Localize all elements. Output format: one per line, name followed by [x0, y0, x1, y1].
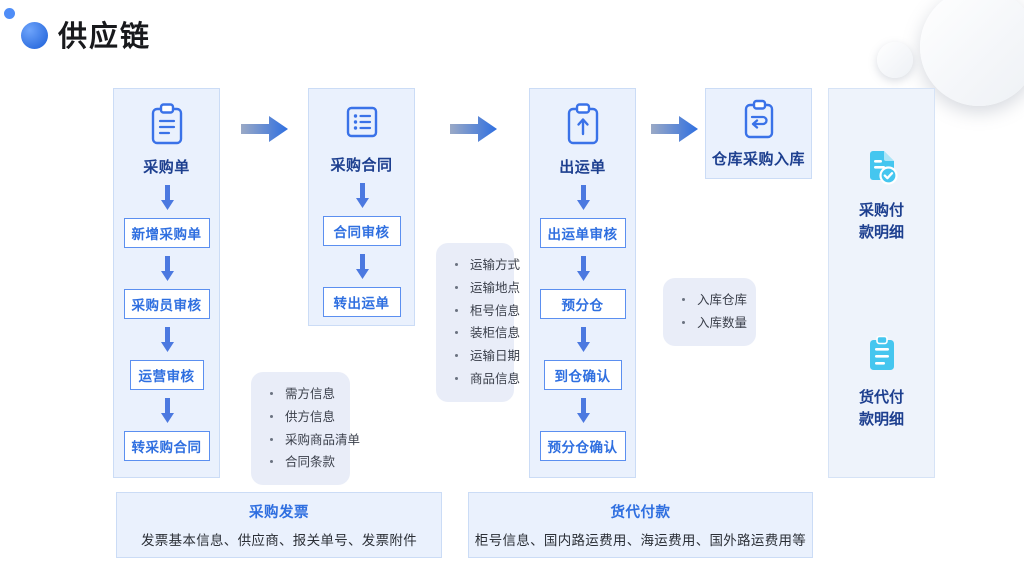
callout-list-item: 运输方式	[452, 254, 520, 277]
panel-item-label-line2: 款明细	[858, 223, 904, 241]
right-arrow-icon	[651, 115, 699, 148]
clipboard-document-icon	[147, 103, 187, 152]
step-box[interactable]: 预分仓	[539, 289, 626, 319]
page-title: 供应链	[58, 21, 152, 53]
callout-list-item: 合同条款	[267, 451, 336, 474]
callout-list-item: 装柜信息	[452, 322, 520, 345]
panel-item-label: 货代付 款明细	[859, 387, 904, 431]
callout-list-item: 采购商品清单	[267, 429, 360, 452]
document-check-icon	[862, 147, 902, 194]
step-box[interactable]: 新增采购单	[123, 218, 210, 248]
banner-title: 货代付款	[610, 505, 671, 521]
banner-forwarder-payment: 货代付款 柜号信息、国内路运费用、海运费用、国外路运费用等	[468, 492, 813, 558]
step-box[interactable]: 预分仓确认	[539, 431, 626, 461]
bullet-dot-small-icon	[4, 8, 15, 19]
callout-inbound-fields: 入库仓库 入库数量	[663, 278, 756, 346]
callout-list-item: 入库数量	[679, 312, 747, 335]
flow-column-purchase-order: 采购单 新增采购单 采购员审核 运营审核 转采购合同	[113, 88, 220, 478]
callout-list-item: 入库仓库	[679, 289, 747, 312]
column-title: 出运单	[559, 159, 606, 176]
panel-item-purchase-payment[interactable]: 采购付 款明细	[829, 147, 934, 244]
callout-list-item: 运输日期	[452, 345, 520, 368]
flow-column-purchase-contract: 采购合同 合同审核 转出运单	[308, 88, 415, 326]
clipboard-list-icon	[342, 103, 382, 150]
callout-list: 需方信息 供方信息 采购商品清单 合同条款	[267, 383, 360, 474]
down-arrow-icon	[160, 398, 174, 424]
callout-shipping-fields: 运输方式 运输地点 柜号信息 装柜信息 运输日期 商品信息	[436, 243, 520, 402]
callout-list-item: 商品信息	[452, 368, 520, 391]
step-box[interactable]: 出运单审核	[539, 218, 626, 248]
down-arrow-icon	[160, 185, 174, 211]
step-box[interactable]: 合同审核	[322, 216, 401, 246]
callout-list-item: 柜号信息	[452, 300, 520, 323]
column-title: 采购合同	[330, 157, 393, 174]
right-arrow-icon	[450, 115, 498, 148]
flow-card-warehouse-inbound: 仓库采购入库	[705, 88, 812, 179]
down-arrow-icon	[355, 183, 369, 209]
step-box[interactable]: 转采购合同	[123, 431, 210, 461]
step-box[interactable]: 运营审核	[129, 360, 204, 390]
card-title: 仓库采购入库	[711, 150, 805, 168]
down-arrow-icon	[576, 327, 590, 353]
callout-list-item: 需方信息	[267, 383, 336, 406]
down-arrow-icon	[160, 327, 174, 353]
callout-list-item: 供方信息	[267, 406, 336, 429]
panel-item-label: 采购付 款明细	[859, 200, 904, 244]
clipboard-upload-icon	[563, 103, 603, 152]
bullet-dot-large-icon	[21, 22, 48, 49]
banner-title: 采购发票	[249, 505, 309, 521]
down-arrow-icon	[576, 256, 590, 282]
callout-contract-fields: 需方信息 供方信息 采购商品清单 合同条款	[251, 372, 360, 485]
right-arrow-icon	[241, 115, 289, 148]
payment-detail-panel: 采购付 款明细 货代付 款明细	[828, 88, 935, 478]
decorative-circle-large	[920, 0, 1024, 106]
callout-list: 运输方式 运输地点 柜号信息 装柜信息 运输日期 商品信息	[452, 254, 520, 391]
callout-list-item: 运输地点	[452, 277, 520, 300]
banner-subtitle: 发票基本信息、供应商、报关单号、发票附件	[141, 533, 417, 548]
panel-item-label-line2: 款明细	[858, 410, 904, 428]
down-arrow-icon	[576, 185, 590, 211]
panel-item-label-line1: 货代付	[858, 389, 904, 406]
down-arrow-icon	[576, 398, 590, 424]
banner-subtitle: 柜号信息、国内路运费用、海运费用、国外路运费用等	[474, 533, 807, 548]
panel-item-forwarder-payment[interactable]: 货代付 款明细	[829, 334, 934, 431]
banner-purchase-invoice: 采购发票 发票基本信息、供应商、报关单号、发票附件	[116, 492, 442, 558]
clipboard-inbound-icon	[739, 99, 779, 146]
flow-column-shipping-order: 出运单 出运单审核 预分仓 到仓确认 预分仓确认	[529, 88, 636, 478]
callout-list: 入库仓库 入库数量	[679, 289, 747, 335]
column-title: 采购单	[143, 159, 190, 176]
decorative-circle-small	[877, 42, 913, 78]
clipboard-lines-icon	[862, 334, 902, 381]
panel-item-label-line1: 采购付	[858, 202, 904, 219]
step-box[interactable]: 转出运单	[322, 287, 401, 317]
step-box[interactable]: 采购员审核	[123, 289, 210, 319]
down-arrow-icon	[355, 254, 369, 280]
step-box[interactable]: 到仓确认	[543, 360, 622, 390]
down-arrow-icon	[160, 256, 174, 282]
